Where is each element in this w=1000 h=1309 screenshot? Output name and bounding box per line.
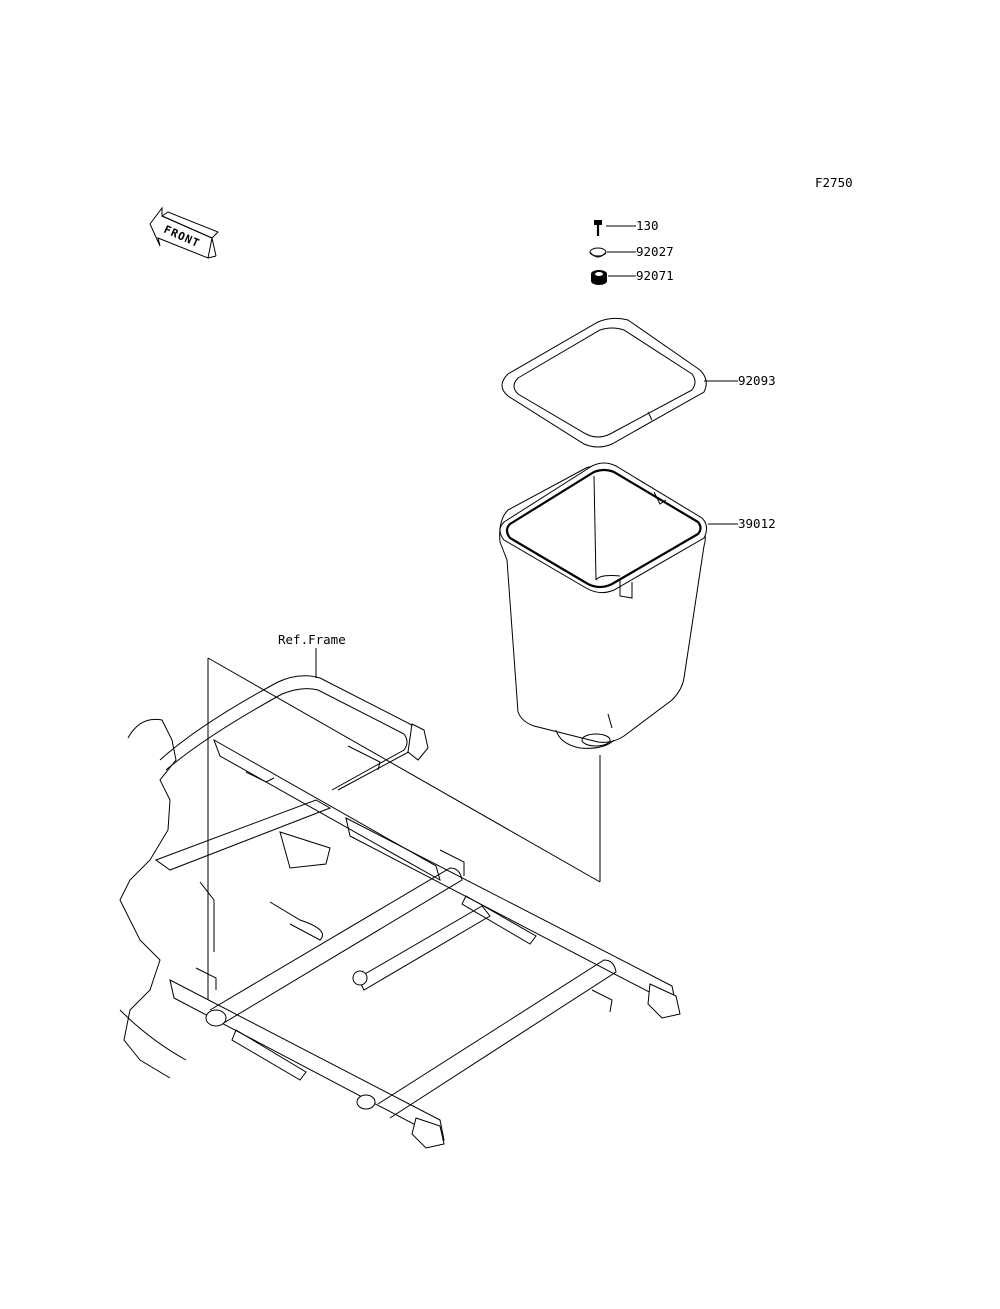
mounting-reference-lines bbox=[207, 657, 601, 1000]
diagram-code: F2750 bbox=[815, 175, 853, 190]
part-number-92027: 92027 bbox=[636, 244, 674, 259]
front-arrow-icon: FRONT bbox=[149, 206, 219, 259]
bolt-icon bbox=[594, 220, 602, 236]
gasket-icon bbox=[501, 317, 707, 448]
storage-box-icon bbox=[499, 462, 708, 749]
part-number-92093: 92093 bbox=[738, 373, 776, 388]
part-number-39012: 39012 bbox=[738, 516, 776, 531]
grommet-icon bbox=[591, 270, 607, 285]
part-number-92071: 92071 bbox=[636, 268, 674, 283]
washer-icon bbox=[589, 247, 607, 258]
reference-frame-label: Ref.Frame bbox=[278, 632, 346, 647]
part-number-130: 130 bbox=[636, 218, 659, 233]
vehicle-frame-icon bbox=[119, 675, 681, 1149]
